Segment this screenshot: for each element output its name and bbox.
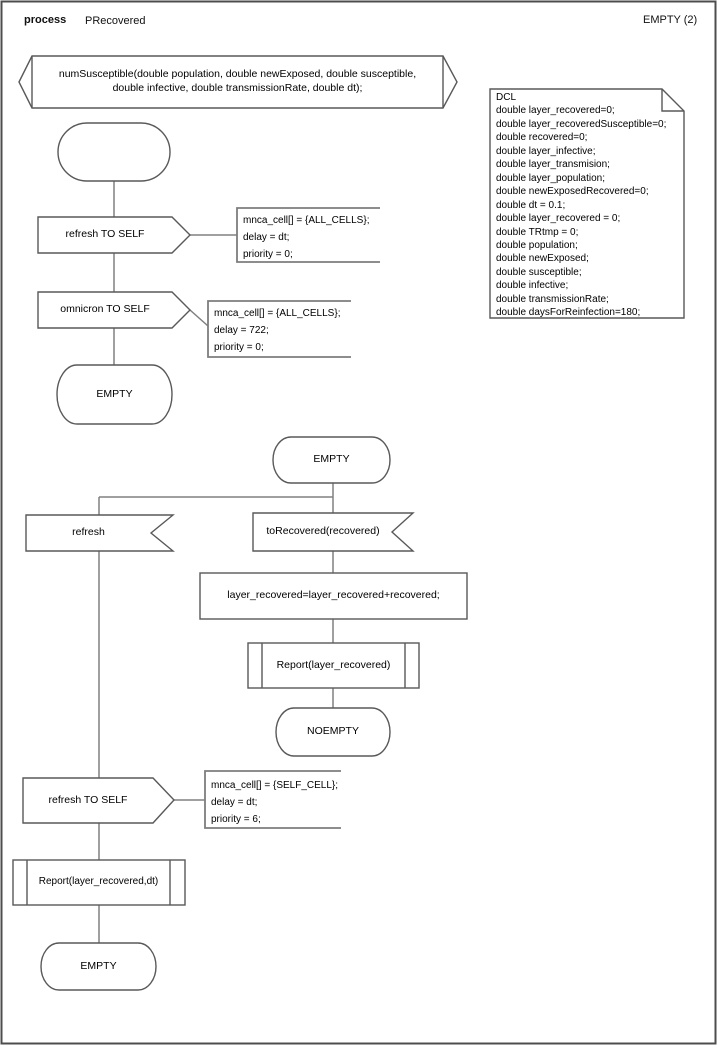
input-symbol-torecovered[interactable] bbox=[252, 512, 415, 552]
output-symbol-refresh-to-self-2[interactable] bbox=[22, 777, 175, 824]
dcl-folded-corner bbox=[661, 89, 684, 112]
comment-symbol-all-cells-722[interactable] bbox=[207, 300, 351, 358]
procedure-symbol-report-dt[interactable] bbox=[12, 859, 186, 906]
output-symbol-refresh-to-self[interactable] bbox=[37, 216, 191, 254]
connector-comment-link bbox=[189, 309, 209, 327]
page-number-label: EMPTY (2) bbox=[643, 14, 698, 26]
dcl-text-symbol[interactable] bbox=[489, 88, 685, 319]
output-symbol-omnicron-to-self[interactable] bbox=[37, 291, 191, 329]
start-symbol[interactable] bbox=[57, 122, 171, 182]
comment-symbol-self-cell[interactable] bbox=[204, 770, 341, 829]
comment-symbol-all-cells-dt[interactable] bbox=[236, 207, 380, 263]
state-symbol-empty-end[interactable] bbox=[40, 942, 157, 991]
task-symbol-assignment[interactable] bbox=[199, 572, 468, 620]
state-symbol-empty-1[interactable] bbox=[56, 364, 173, 425]
state-symbol-noempty[interactable] bbox=[275, 707, 391, 757]
process-name-label: PRecovered bbox=[85, 15, 146, 27]
signature-symbol[interactable] bbox=[18, 55, 458, 109]
connector-lines bbox=[98, 181, 334, 943]
input-symbol-refresh[interactable] bbox=[25, 514, 175, 552]
process-keyword-label: process bbox=[24, 14, 67, 26]
state-symbol-empty-2[interactable] bbox=[272, 436, 391, 484]
procedure-symbol-report[interactable] bbox=[247, 642, 420, 689]
